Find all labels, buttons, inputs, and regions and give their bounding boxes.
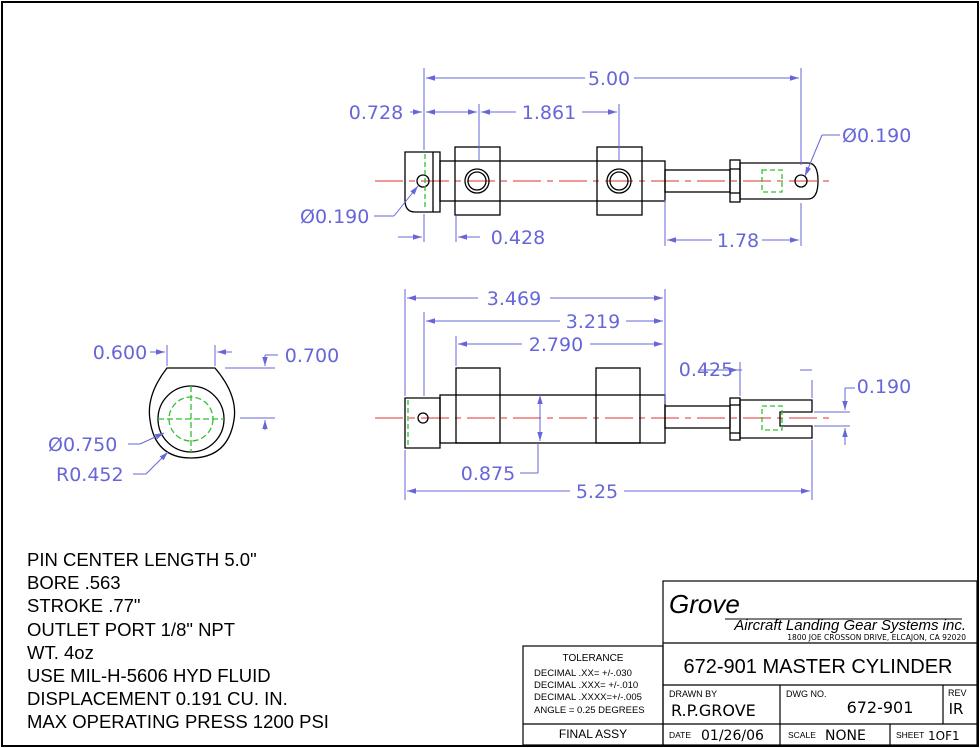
dim-0-428: 0.428 (491, 227, 545, 249)
dim-1-861: 1.861 (522, 102, 576, 124)
rev-label: REV (948, 688, 967, 698)
top-view (375, 146, 835, 216)
tolerance-xxxx: DECIMAL .XXXX=+/-.005 (534, 692, 642, 703)
dim-0-875: 0.875 (461, 463, 515, 485)
note-pin-center-length: PIN CENTER LENGTH 5.0" (27, 549, 257, 570)
note-hyd-fluid: USE MIL-H-5606 HYD FLUID (27, 665, 271, 687)
dim-0-190-slot: 0.190 (857, 376, 911, 398)
sheet-label: SHEET (896, 730, 924, 740)
title-block-text: Grove Aircraft Landing Gear Systems inc.… (534, 589, 967, 744)
spec-notes: PIN CENTER LENGTH 5.0" BORE .563 STROKE … (27, 548, 329, 734)
dim-3-219: 3.219 (566, 311, 620, 333)
dim-1-78: 1.78 (717, 230, 759, 252)
note-displacement: DISPLACEMENT 0.191 CU. IN. (27, 688, 288, 710)
company-address: 1800 JOE CROSSON DRIVE, ELCAJON, CA 9202… (787, 633, 966, 642)
dim-left-hole-dia: Ø0.190 (300, 206, 369, 228)
tolerance-angle: ANGLE = 0.25 DEGREES (534, 705, 645, 716)
title-block (522, 580, 978, 746)
side-view-dimension-labels: 3.469 3.219 2.790 0.425 0.190 0.875 5.25 (461, 288, 911, 503)
company-logo-text: Grove (669, 589, 740, 619)
note-max-pressure: MAX OPERATING PRESS 1200 PSI (27, 711, 329, 733)
dim-overall-5-00: 5.00 (588, 68, 630, 90)
dim-5-25: 5.25 (576, 481, 618, 503)
top-view-dimension-labels: 5.00 0.728 1.861 Ø0.190 Ø0.190 0.428 1.7… (300, 68, 911, 252)
scale-value: NONE (825, 728, 866, 744)
date-value: 01/26/06 (701, 728, 764, 744)
drawn-by-label: DRAWN BY (669, 689, 717, 699)
top-view-dimensions (374, 68, 840, 246)
end-view (148, 367, 236, 459)
end-view-dimension-labels: 0.600 0.700 Ø0.750 R0.452 (48, 342, 339, 486)
company-full-name: Aircraft Landing Gear Systems inc. (733, 617, 966, 634)
tolerance-label: TOLERANCE (563, 653, 624, 664)
side-view-dimensions (404, 289, 855, 500)
sheet-value: 1OF1 (928, 729, 960, 743)
dwg-no-label: DWG NO. (786, 689, 827, 699)
side-view (375, 367, 835, 449)
tolerance-xx: DECIMAL .XX= +/-.030 (534, 668, 632, 679)
dim-radius: R0.452 (56, 464, 124, 486)
rev-value: IR (949, 700, 964, 718)
drawing-title: 672-901 MASTER CYLINDER (684, 656, 953, 678)
dim-3-469: 3.469 (487, 288, 541, 310)
drawn-by-value: R.P.GROVE (671, 701, 756, 720)
dim-0-700: 0.700 (285, 345, 339, 367)
note-weight: WT. 4oz (27, 641, 94, 663)
dim-0-728: 0.728 (349, 102, 403, 124)
scale-label: SCALE (788, 730, 816, 740)
final-assy-label: FINAL ASSY (559, 727, 627, 741)
dim-0-425: 0.425 (679, 359, 733, 381)
dim-0-600: 0.600 (93, 342, 147, 364)
dwg-no-value: 672-901 (847, 698, 914, 717)
note-bore: BORE .563 (27, 572, 121, 594)
dim-bore-dia: Ø0.750 (48, 434, 117, 456)
dim-2-790: 2.790 (529, 334, 583, 356)
tolerance-xxx: DECIMAL .XXX= +/-.010 (534, 680, 638, 691)
end-view-dimensions (128, 345, 278, 475)
note-stroke: STROKE .77" (27, 595, 141, 617)
dim-right-hole-dia: Ø0.190 (842, 125, 911, 147)
note-outlet-port: OUTLET PORT 1/8" NPT (27, 618, 236, 640)
date-label: DATE (669, 730, 691, 740)
